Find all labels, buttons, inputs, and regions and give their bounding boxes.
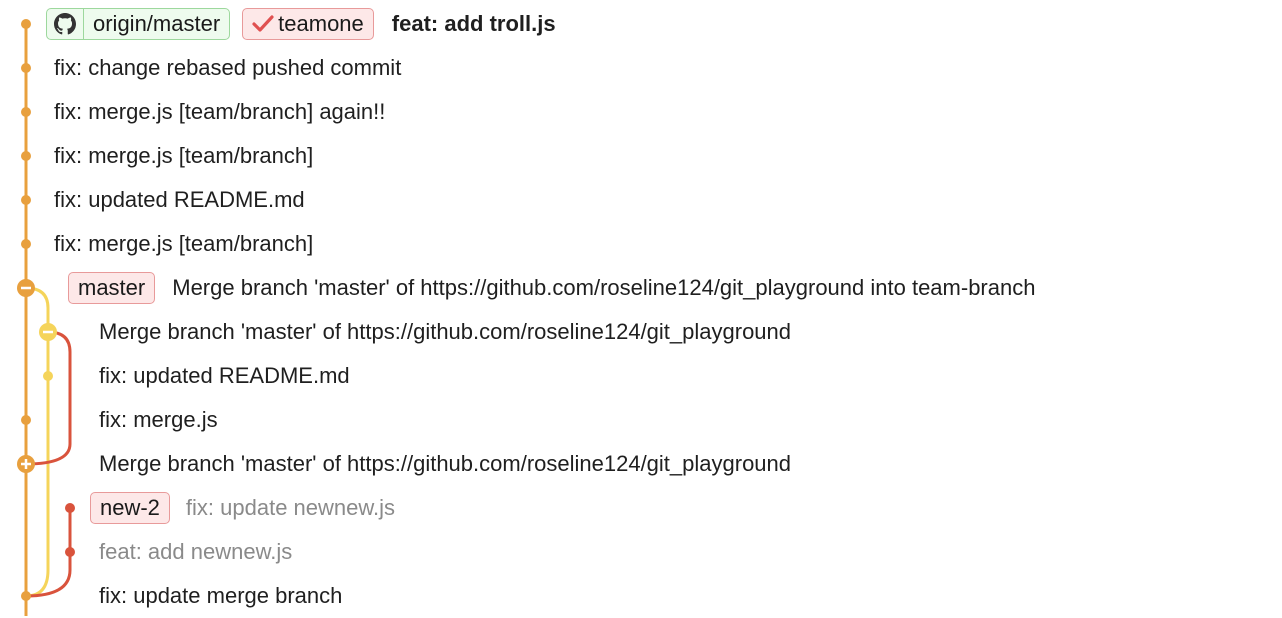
commit-node[interactable] [21,239,31,249]
commit-node[interactable] [21,591,31,601]
commit-row[interactable]: fix: merge.js [team/branch] [54,222,313,266]
commit-node[interactable] [21,195,31,205]
graph-line-yellow [25,286,50,598]
commit-row[interactable]: fix: updated README.md [99,354,350,398]
commit-row[interactable]: fix: change rebased pushed commit [54,46,401,90]
remote-branch-label: origin/master [93,11,221,36]
commit-message: fix: merge.js [team/branch] [54,231,314,256]
remote-branch-tag[interactable]: origin/master [46,8,231,40]
check-icon [252,15,274,33]
graph-line-red-upper [25,330,72,466]
branch-tag-new-2[interactable]: new-2 [90,492,170,524]
commit-message: fix: updated README.md [99,363,350,388]
commit-row[interactable]: fix: merge.js [team/branch] [54,134,313,178]
commit-row[interactable]: Merge branch 'master' of https://github.… [99,442,791,486]
commit-message: fix: merge.js [99,407,218,432]
commit-node[interactable] [21,151,31,161]
local-branch-tag[interactable]: teamone [242,8,374,40]
commit-node[interactable] [21,63,31,73]
commit-node[interactable] [21,415,31,425]
commit-message: fix: update merge branch [99,583,343,608]
graph-line-red-lower [25,508,72,598]
commit-row[interactable]: fix: update merge branch [99,574,342,618]
commit-message: feat: add troll.js [391,11,556,36]
merge-collapse-icon[interactable] [39,323,57,341]
commit-node[interactable] [65,547,75,557]
commit-message: feat: add newnew.js [99,539,293,564]
commit-message: fix: updated README.md [54,187,305,212]
commit-message: fix: update newnew.js [185,495,396,520]
commit-row[interactable]: Merge branch 'master' of https://github.… [99,310,791,354]
commit-message: Merge branch 'master' of https://github.… [99,451,792,476]
commit-node[interactable] [21,107,31,117]
commit-row[interactable]: feat: add newnew.js [99,530,292,574]
commit-row[interactable]: master Merge branch 'master' of https://… [68,266,1035,310]
merge-expand-icon[interactable] [17,455,35,473]
commit-row[interactable]: origin/master teamone feat: add troll.js [46,2,556,46]
local-branch-label: teamone [278,11,364,36]
commit-message: fix: change rebased pushed commit [54,55,402,80]
commit-node[interactable] [43,371,53,381]
commit-node[interactable] [21,19,31,29]
branch-tag-master[interactable]: master [68,272,156,304]
commit-row[interactable]: fix: merge.js [99,398,218,442]
commit-message: fix: merge.js [team/branch] again!! [54,99,386,124]
commit-row[interactable]: new-2 fix: update newnew.js [90,486,395,530]
commit-row[interactable]: fix: updated README.md [54,178,305,222]
commit-message: Merge branch 'master' of https://github.… [172,275,1036,300]
commit-message: Merge branch 'master' of https://github.… [99,319,792,344]
github-icon [47,9,84,39]
commit-message: fix: merge.js [team/branch] [54,143,314,168]
commit-node[interactable] [65,503,75,513]
merge-collapse-icon[interactable] [17,279,35,297]
commit-row[interactable]: fix: merge.js [team/branch] again!! [54,90,385,134]
